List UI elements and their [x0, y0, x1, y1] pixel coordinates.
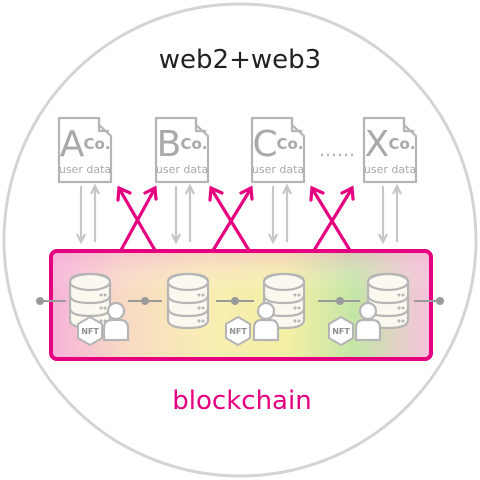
arrow-pair-a [76, 183, 100, 245]
magenta-cross-arrows [116, 185, 355, 254]
database-icon [166, 272, 210, 330]
arrow-pair-x [378, 183, 402, 245]
person-icon [354, 301, 382, 342]
company-doc-x: X Co. user data [362, 116, 418, 184]
arrow-pair-c [268, 183, 292, 245]
company-letter: X [365, 124, 390, 165]
ellipsis: …… [319, 140, 355, 161]
blockchain-frame [49, 249, 433, 361]
person-icon [252, 301, 280, 342]
gray-arrows [76, 183, 402, 245]
node-4: NFT [328, 272, 410, 346]
company-suffix: Co. [180, 135, 207, 153]
node-1: NFT [68, 272, 130, 346]
company-letter: A [60, 124, 85, 165]
company-suffix: Co. [388, 135, 415, 153]
nft-label: NFT [229, 327, 247, 336]
company-data-label: user data [364, 163, 416, 176]
node-2 [166, 272, 210, 330]
company-suffix: Co. [83, 135, 110, 153]
company-doc-b: B Co. user data [154, 116, 210, 184]
cross-arrow-ab [116, 185, 158, 254]
cross-arrow-cx [309, 185, 355, 254]
company-letter: C [252, 124, 277, 165]
company-letter: B [157, 124, 182, 165]
company-suffix: Co. [276, 135, 303, 153]
chain-links [36, 297, 444, 305]
cross-arrow-bc [208, 185, 254, 254]
company-doc-c: C Co. user data [250, 116, 306, 184]
diagram-title: web2+web3 [159, 45, 321, 75]
company-data-label: user data [156, 163, 208, 176]
company-data-label: user data [59, 163, 111, 176]
blockchain-label: blockchain [172, 386, 311, 416]
company-data-label: user data [252, 163, 304, 176]
nft-label: NFT [332, 327, 350, 336]
company-doc-a: A Co. user data [57, 116, 113, 184]
person-icon [102, 301, 130, 342]
node-3: NFT [225, 272, 306, 346]
arrow-pair-b [171, 183, 195, 245]
nft-label: NFT [81, 327, 99, 336]
